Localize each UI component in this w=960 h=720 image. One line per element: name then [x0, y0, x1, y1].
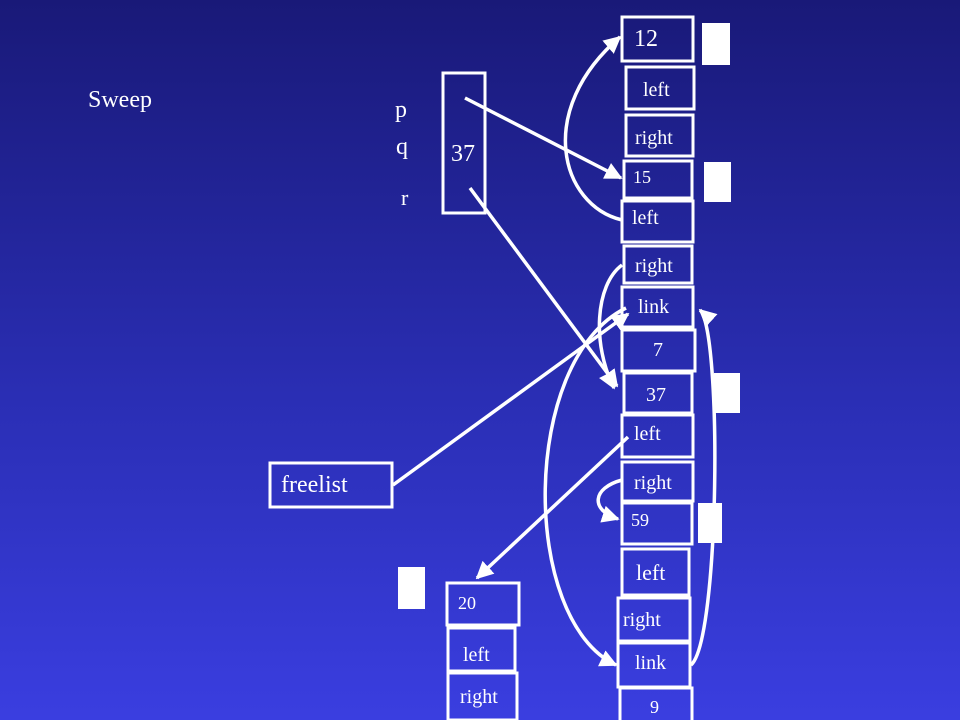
node-37-left: left — [634, 423, 661, 445]
node-12-value: 12 — [634, 26, 658, 52]
node-59-value: 59 — [631, 510, 649, 530]
variable-box — [441, 71, 487, 215]
mark-bit-20 — [398, 567, 425, 609]
cell-37-left — [620, 413, 695, 459]
node-7-value: 7 — [653, 339, 663, 361]
node-15-value: 15 — [633, 167, 651, 187]
node-37-value: 37 — [646, 384, 666, 406]
cell-7-value — [620, 328, 697, 373]
node-12-right: right — [635, 127, 673, 149]
cell-12-value — [620, 15, 695, 63]
cell-59-value — [620, 501, 694, 546]
cell-59-right — [616, 596, 692, 643]
mark-bit-37 — [714, 373, 740, 413]
node-59-link: link — [635, 652, 667, 674]
cell-12-left — [624, 65, 696, 111]
mark-bit-59 — [698, 503, 722, 543]
arrow-p-to-15 — [464, 96, 623, 180]
node-15-link: link — [638, 296, 670, 318]
arrow-link-to-59-link — [543, 306, 627, 667]
node-20-right: right — [460, 686, 498, 708]
cell-20-value — [445, 581, 521, 627]
arrow-59-link-to-15-link — [689, 308, 718, 667]
var-r-label: r — [401, 185, 409, 210]
arrow-37-left-to-20 — [475, 435, 630, 580]
node-59-right: right — [623, 609, 661, 631]
cell-59-left — [620, 547, 691, 597]
cell-20-right — [446, 671, 519, 720]
node-59-left: left — [636, 560, 666, 585]
slide-title: Sweep — [88, 87, 152, 113]
arrow-15-right-to-37 — [597, 263, 624, 390]
arrow-15-left-to-12 — [563, 35, 623, 222]
node-20-value: 20 — [458, 593, 476, 613]
node-15-right: right — [635, 255, 673, 277]
mark-bit-12 — [702, 23, 730, 65]
freelist-label: freelist — [281, 472, 348, 498]
mark-bit-15 — [704, 162, 731, 202]
node-9-value: 9 — [650, 697, 659, 717]
cell-15-link — [620, 285, 695, 329]
cell-12-right — [624, 113, 695, 158]
node-15-left: left — [632, 207, 659, 229]
cell-37-value — [622, 371, 694, 415]
cell-9-value — [618, 686, 694, 720]
var-q-label: q — [396, 134, 408, 160]
arrow-r-to-37 — [468, 186, 619, 388]
var-p-label: p — [395, 97, 407, 123]
node-20-left: left — [463, 644, 490, 666]
var-value: 37 — [451, 141, 475, 167]
cell-20-left — [446, 626, 517, 673]
cell-15-left — [620, 199, 695, 244]
cell-15-value — [622, 159, 694, 200]
arrow-37-right-to-59 — [596, 478, 623, 523]
arrow-freelist-to-link — [391, 312, 630, 487]
node-37-right: right — [634, 472, 672, 494]
cell-15-right — [622, 244, 694, 285]
node-12-left: left — [643, 79, 670, 101]
freelist-box — [268, 461, 394, 509]
